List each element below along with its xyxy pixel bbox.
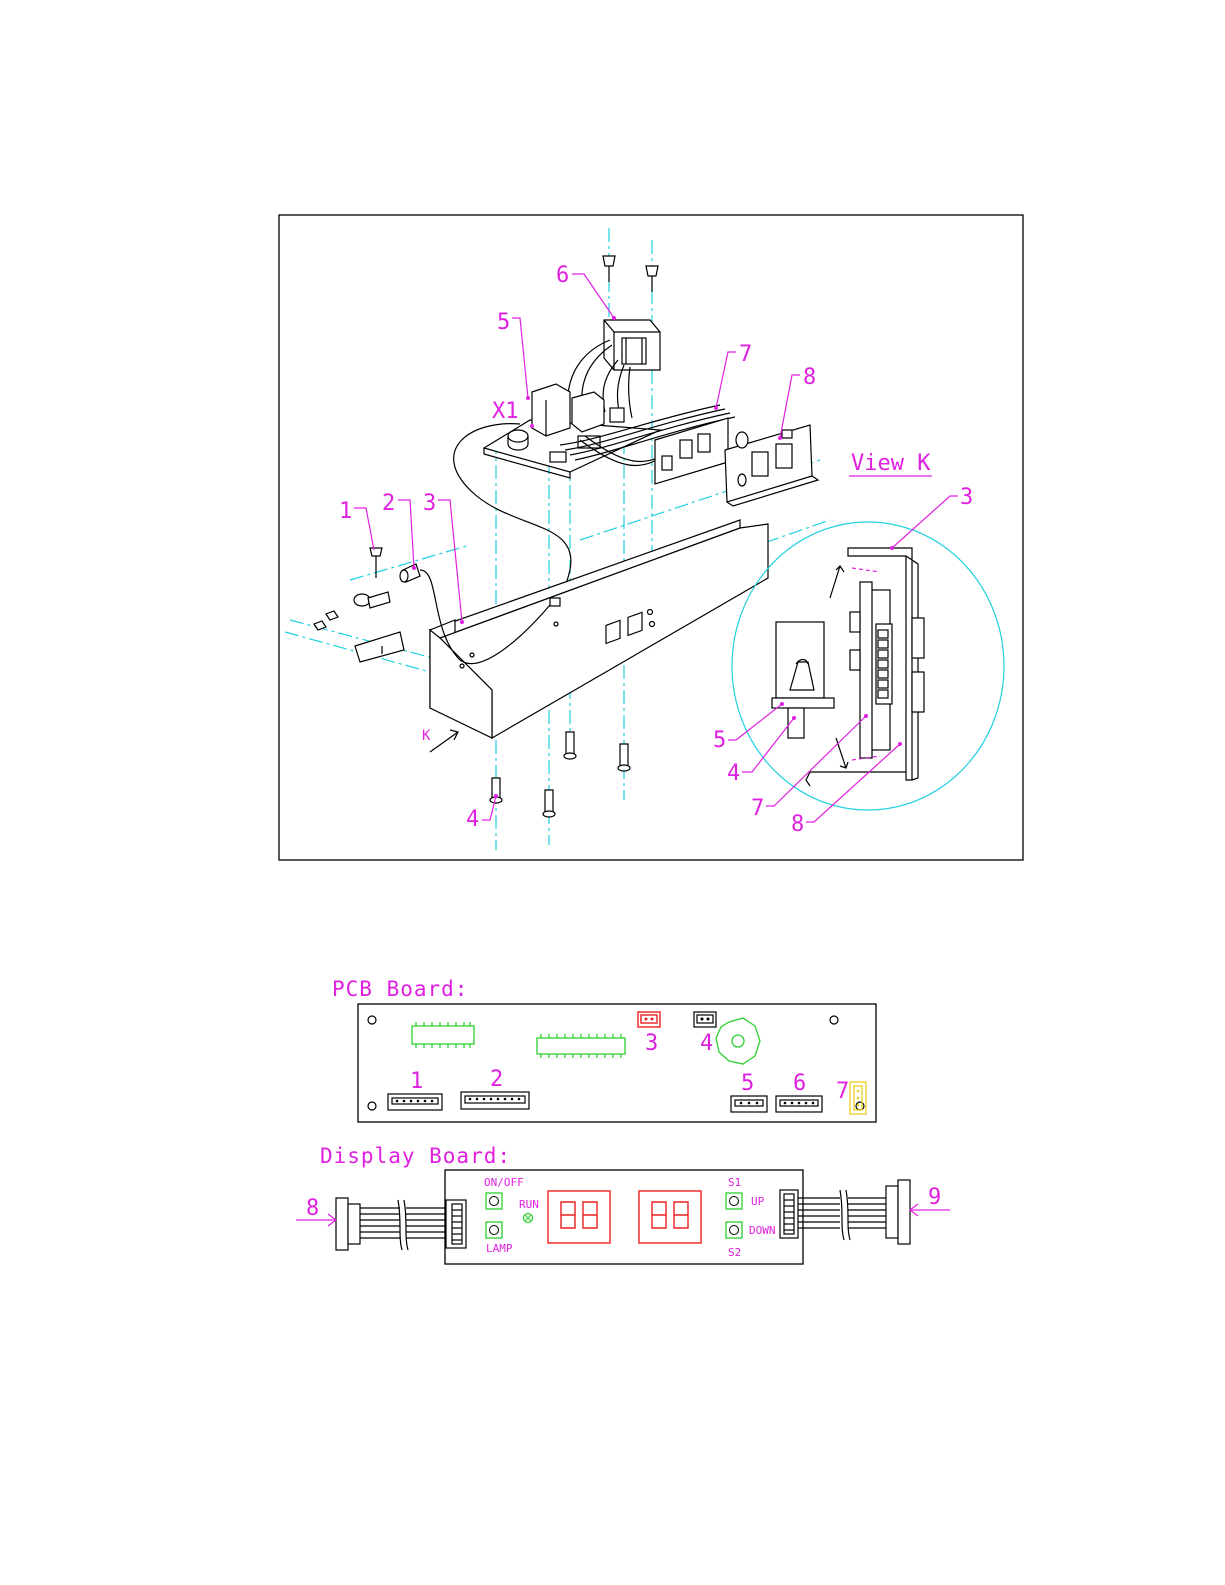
view-label-8: 8 [791,812,804,837]
pcb-label-3: 3 [645,1031,658,1056]
display-cable-right [780,1180,950,1244]
clip-and-screw [314,548,404,662]
view-label-5: 5 [713,728,726,753]
pcb-board-title: PCB Board: [332,977,468,1001]
pcb-label-2: 2 [490,1067,503,1092]
label-4: 4 [466,807,479,832]
lamp-label: LAMP [486,1242,513,1255]
label-6: 6 [556,263,569,288]
display-board-title: Display Board: [320,1144,511,1168]
pcb-label-5: 5 [741,1071,754,1096]
view-k-arrow [430,730,458,752]
cable-label-8: 8 [306,1196,319,1221]
down-label: DOWN [749,1224,776,1237]
label-2: 2 [382,491,395,516]
view-k-title: View K [851,451,931,476]
housing-channel [430,520,768,738]
transformer-screws [603,256,658,292]
up-label: UP [751,1195,765,1208]
pcb-label-6: 6 [793,1071,806,1096]
bottom-screws [490,732,630,817]
label-x1: X1 [492,399,519,424]
display-cable-left [296,1198,466,1250]
label-3: 3 [423,491,436,516]
pcb-label-7: 7 [836,1079,849,1104]
view-k-detail [772,548,924,786]
label-8: 8 [803,365,816,390]
label-1: 1 [339,499,352,524]
transformer [604,320,660,370]
label-7: 7 [739,342,752,367]
cable-label-9: 9 [928,1185,941,1210]
on-off-label: ON/OFF [484,1176,524,1189]
pcb-label-1: 1 [410,1069,423,1094]
label-k: K [422,728,431,744]
run-label: RUN [519,1198,539,1211]
s2-label: S2 [728,1246,741,1259]
view-label-4: 4 [727,761,740,786]
pcb-label-4: 4 [700,1031,713,1056]
label-5: 5 [497,310,510,335]
button-panel-iso [725,425,818,506]
s1-label: S1 [728,1176,741,1189]
view-label-7: 7 [751,796,764,821]
view-label-3: 3 [960,485,973,510]
